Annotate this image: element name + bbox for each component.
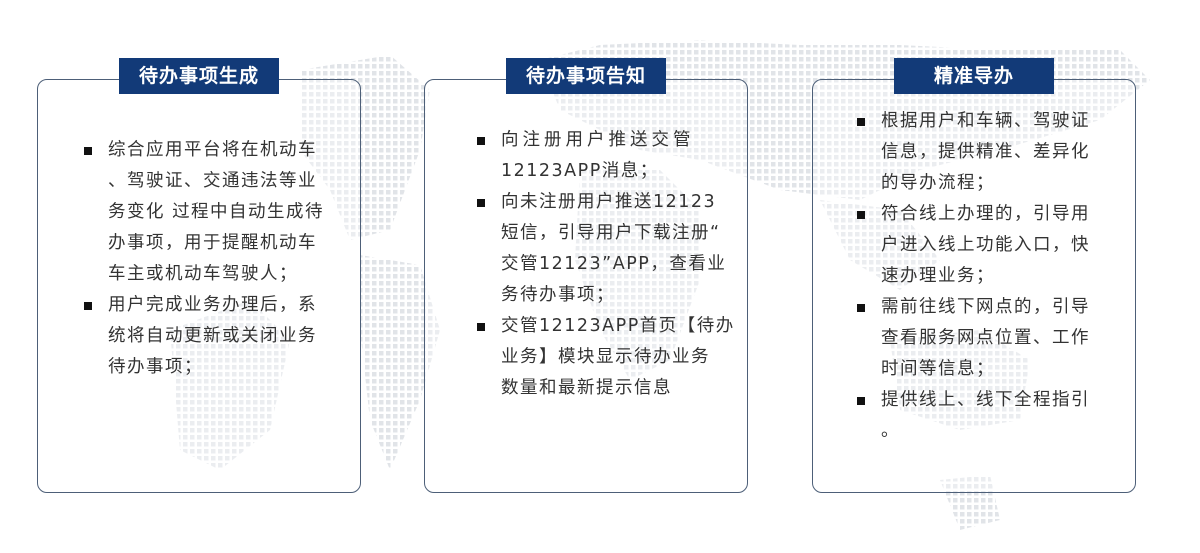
panel-todo-generation: 综合应用平台将在机动车 、驾驶证、交通违法等业 务变化 过程中自动生成待 办事项… (37, 79, 361, 493)
list-item: 用户完成业务办理后，系 统将自动更新或关闭业务 待办事项； (82, 290, 360, 383)
list-item: 向未注册用户推送12123 短信，引导用户下载注册“ 交管12123”APP，查… (475, 187, 743, 311)
list-item: 交管12123APP首页【待办 业务】模块显示待办业务 数量和最新提示信息 (475, 311, 743, 404)
panel-todo-generation-list: 综合应用平台将在机动车 、驾驶证、交通违法等业 务变化 过程中自动生成待 办事项… (82, 135, 360, 383)
square-bullet-icon (84, 147, 92, 155)
square-bullet-icon (857, 397, 865, 405)
square-bullet-icon (857, 211, 865, 219)
square-bullet-icon (857, 304, 865, 312)
list-item: 需前往线下网点的，引导 查看服务网点位置、工作 时间等信息； (855, 292, 1135, 385)
list-item: 符合线上办理的，引导用 户进入线上功能入口，快 速办理业务； (855, 199, 1135, 292)
square-bullet-icon (84, 302, 92, 310)
list-item: 向注册用户推送交管 12123APP消息； (475, 125, 743, 187)
square-bullet-icon (477, 323, 485, 331)
square-bullet-icon (477, 199, 485, 207)
panel-title-todo-notification: 待办事项告知 (506, 58, 666, 94)
list-item: 提供线上、线下全程指引 。 (855, 385, 1135, 447)
square-bullet-icon (857, 118, 865, 126)
panel-title-todo-generation: 待办事项生成 (119, 58, 279, 94)
list-item: 根据用户和车辆、驾驶证 信息，提供精准、差异化 的导办流程； (855, 106, 1135, 199)
panel-todo-notification: 向注册用户推送交管 12123APP消息； 向未注册用户推送12123 短信，引… (424, 79, 748, 493)
panel-precise-guidance: 根据用户和车辆、驾驶证 信息，提供精准、差异化 的导办流程； 符合线上办理的，引… (812, 79, 1136, 493)
list-item: 综合应用平台将在机动车 、驾驶证、交通违法等业 务变化 过程中自动生成待 办事项… (82, 135, 360, 290)
panel-title-precise-guidance: 精准导办 (894, 58, 1054, 94)
panel-todo-notification-list: 向注册用户推送交管 12123APP消息； 向未注册用户推送12123 短信，引… (475, 125, 743, 404)
square-bullet-icon (477, 137, 485, 145)
panel-precise-guidance-list: 根据用户和车辆、驾驶证 信息，提供精准、差异化 的导办流程； 符合线上办理的，引… (855, 106, 1135, 447)
